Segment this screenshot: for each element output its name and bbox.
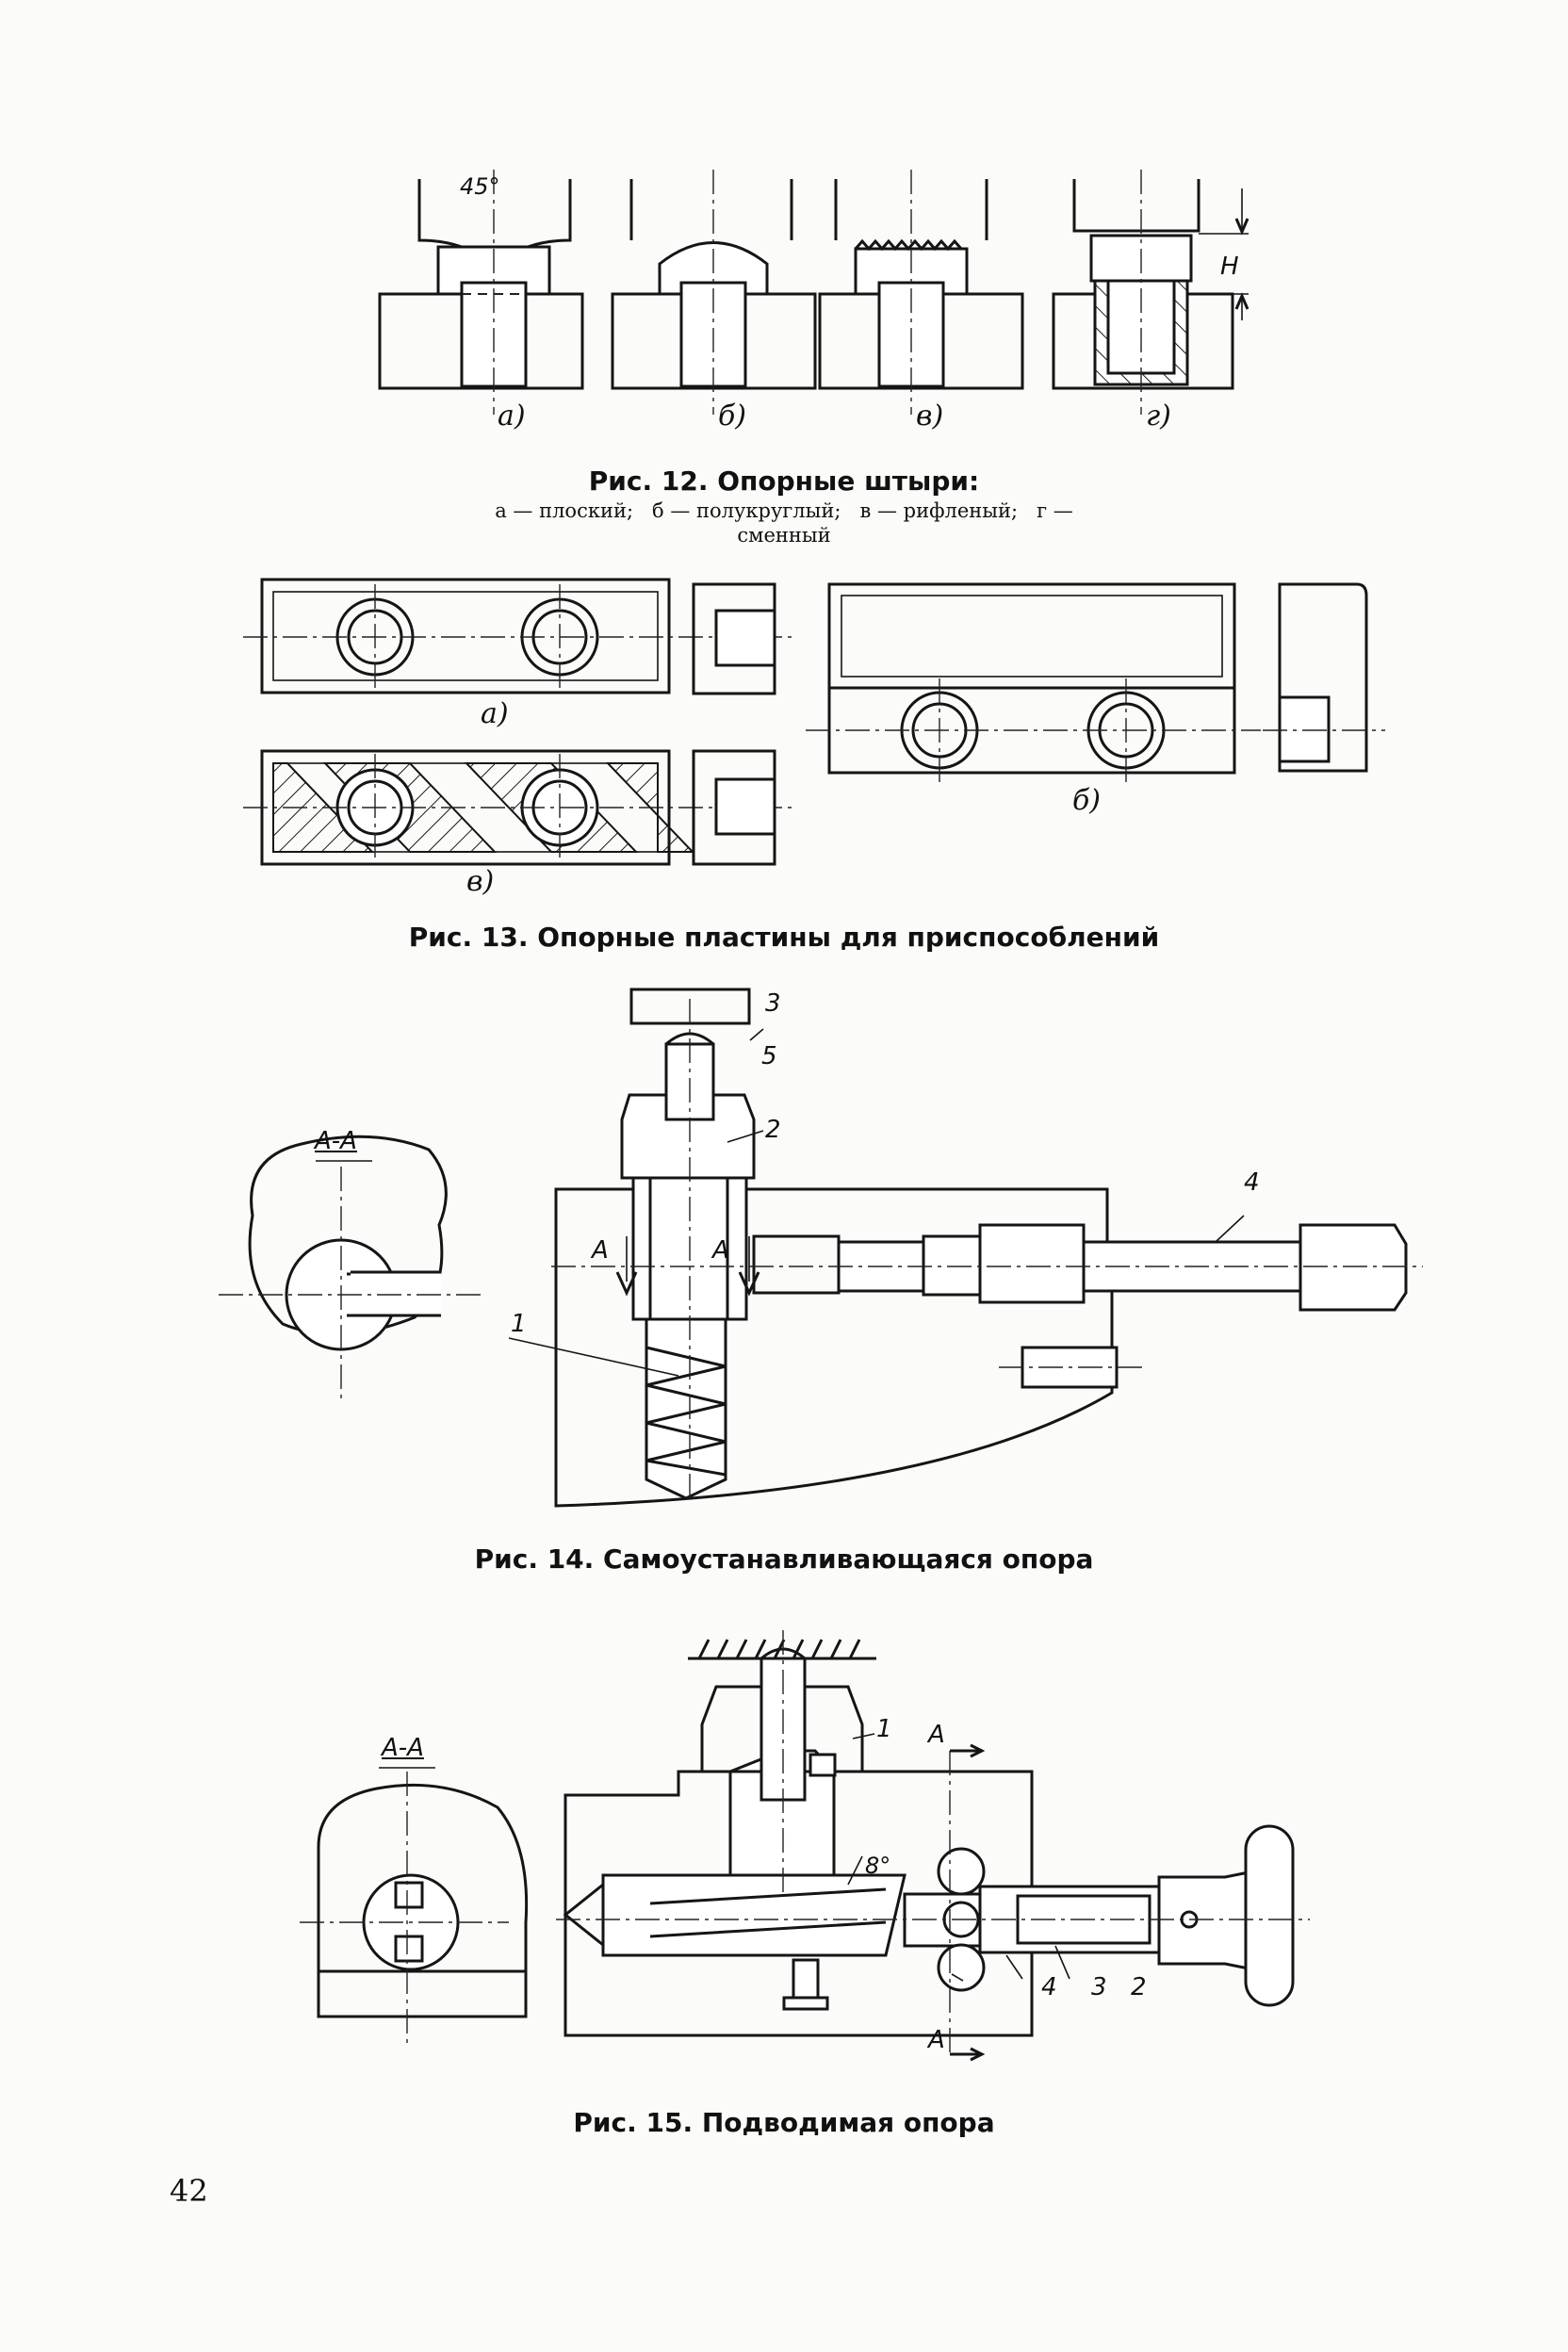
fig15-section-label: А-А [382, 1734, 424, 1762]
fig14-part-1: 1 [511, 1310, 527, 1338]
fig13-sub-label-a: а) [481, 697, 509, 730]
fig12-sub-label-a: а) [498, 400, 526, 433]
fig12-pin-g [1052, 170, 1250, 415]
fig15-section-mark-top: А [928, 1721, 945, 1749]
fig15-section-mark-bottom: А [928, 2026, 945, 2054]
fig14-part-3: 3 [765, 989, 781, 1018]
fig13-plate-b [806, 582, 1385, 782]
fig14-caption: Рис. 14. Самоустанавливающаяся опора [474, 1544, 1094, 1575]
fig14-section-label: А-А [315, 1127, 357, 1155]
fig12-pin-b [611, 170, 817, 415]
fig13-caption: Рис. 13. Опорные пластины для приспособл… [408, 922, 1160, 953]
fig13-plate-a [243, 578, 792, 695]
fig12-caption: Рис. 12. Опорные штыри: [588, 466, 980, 497]
fig15-part-3: 3 [1091, 1973, 1107, 2001]
fig14-part-5: 5 [761, 1042, 777, 1070]
fig14-section-mark-left: А [592, 1236, 609, 1265]
fig12-legend-line1: а — плоский; б — полукруглый; в — рифлен… [495, 499, 1073, 522]
fig15-part-2: 2 [1131, 1973, 1147, 2001]
fig14-section-mark-right: А [712, 1236, 729, 1265]
fig12-pin-v [818, 170, 1024, 415]
fig15-part-4: 4 [1041, 1973, 1057, 2001]
page-number: 42 [170, 2173, 208, 2209]
fig13-plate-v [243, 749, 792, 866]
fig12-height-label: H [1220, 253, 1239, 281]
fig15-caption: Рис. 15. Подводимая опора [573, 2107, 995, 2138]
fig12-legend-line2: сменный [737, 524, 831, 547]
fig12-pin-a [378, 170, 584, 415]
fig13-sub-label-v: в) [466, 865, 495, 898]
fig15-section-aa [300, 1767, 529, 2045]
fig12-sub-label-v: в) [916, 400, 944, 433]
fig12-angle-label: 45° [460, 173, 500, 200]
fig13-sub-label-b: б) [1072, 784, 1102, 817]
fig14-section-aa [219, 1135, 481, 1399]
fig12-sub-label-b: б) [718, 400, 747, 433]
fig14-main-view [508, 988, 1423, 1508]
fig15-angle-label: 8° [865, 1853, 891, 1879]
fig14-part-2: 2 [765, 1116, 781, 1144]
fig14-part-4: 4 [1244, 1168, 1260, 1197]
fig15-part-1: 1 [876, 1715, 892, 1743]
fig15-main-view [556, 1630, 1310, 2062]
fig12-sub-label-g: г) [1146, 400, 1171, 433]
